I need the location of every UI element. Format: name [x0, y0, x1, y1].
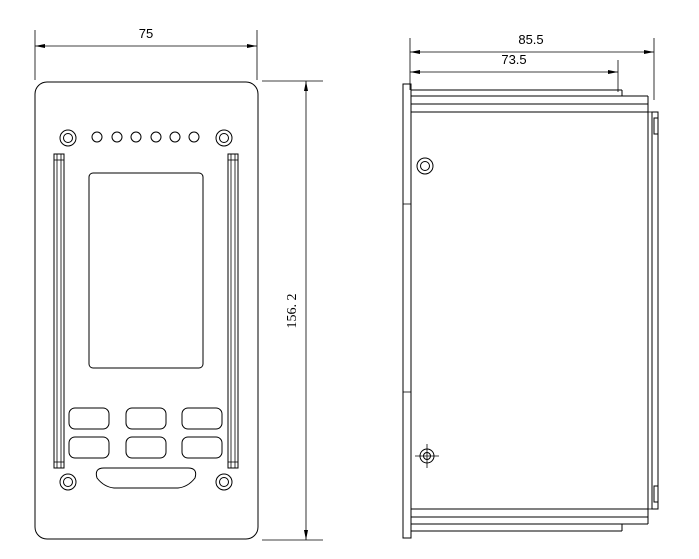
- key-1: [68, 407, 110, 430]
- led-5: [169, 131, 181, 143]
- side-body-depth-dimension: 73.5: [410, 52, 619, 92]
- keypad: [68, 407, 223, 459]
- rear-connector: [648, 111, 659, 510]
- key-2: [125, 407, 167, 430]
- front-height-dimension: 156. 2: [262, 80, 323, 541]
- front-view: 75 156. 2: [34, 26, 323, 541]
- key-5: [125, 436, 167, 459]
- side-overall-depth-label: 85.5: [518, 32, 543, 47]
- side-top-flange: [411, 89, 648, 113]
- side-front-panel-edge: [402, 83, 412, 539]
- screw-top-left: [59, 129, 77, 147]
- front-height-label: 156. 2: [285, 294, 300, 329]
- screw-bottom-right: [215, 473, 233, 491]
- front-panel-outline: [34, 81, 259, 540]
- display-window: [88, 172, 204, 369]
- side-overall-depth-dimension: 85.5: [409, 32, 655, 100]
- led-2: [111, 131, 123, 143]
- key-4: [68, 436, 110, 459]
- side-screw-top: [416, 157, 434, 175]
- front-width-dimension: 75: [34, 26, 258, 80]
- key-6: [181, 436, 223, 459]
- led-1: [91, 131, 103, 143]
- side-view: 85.5 73.5: [402, 32, 659, 539]
- bottom-handle-slot: [95, 467, 197, 489]
- left-rail: [53, 153, 65, 469]
- side-screw-bottom: [415, 444, 439, 468]
- right-rail: [227, 153, 239, 469]
- screw-bottom-left: [59, 473, 77, 491]
- indicator-leds: [91, 131, 200, 143]
- screw-top-right: [215, 129, 233, 147]
- side-bottom-flange: [411, 508, 648, 532]
- front-width-label: 75: [139, 26, 153, 41]
- led-4: [150, 131, 162, 143]
- led-6: [188, 131, 200, 143]
- led-3: [130, 131, 142, 143]
- side-body-depth-label: 73.5: [501, 52, 526, 67]
- key-3: [181, 407, 223, 430]
